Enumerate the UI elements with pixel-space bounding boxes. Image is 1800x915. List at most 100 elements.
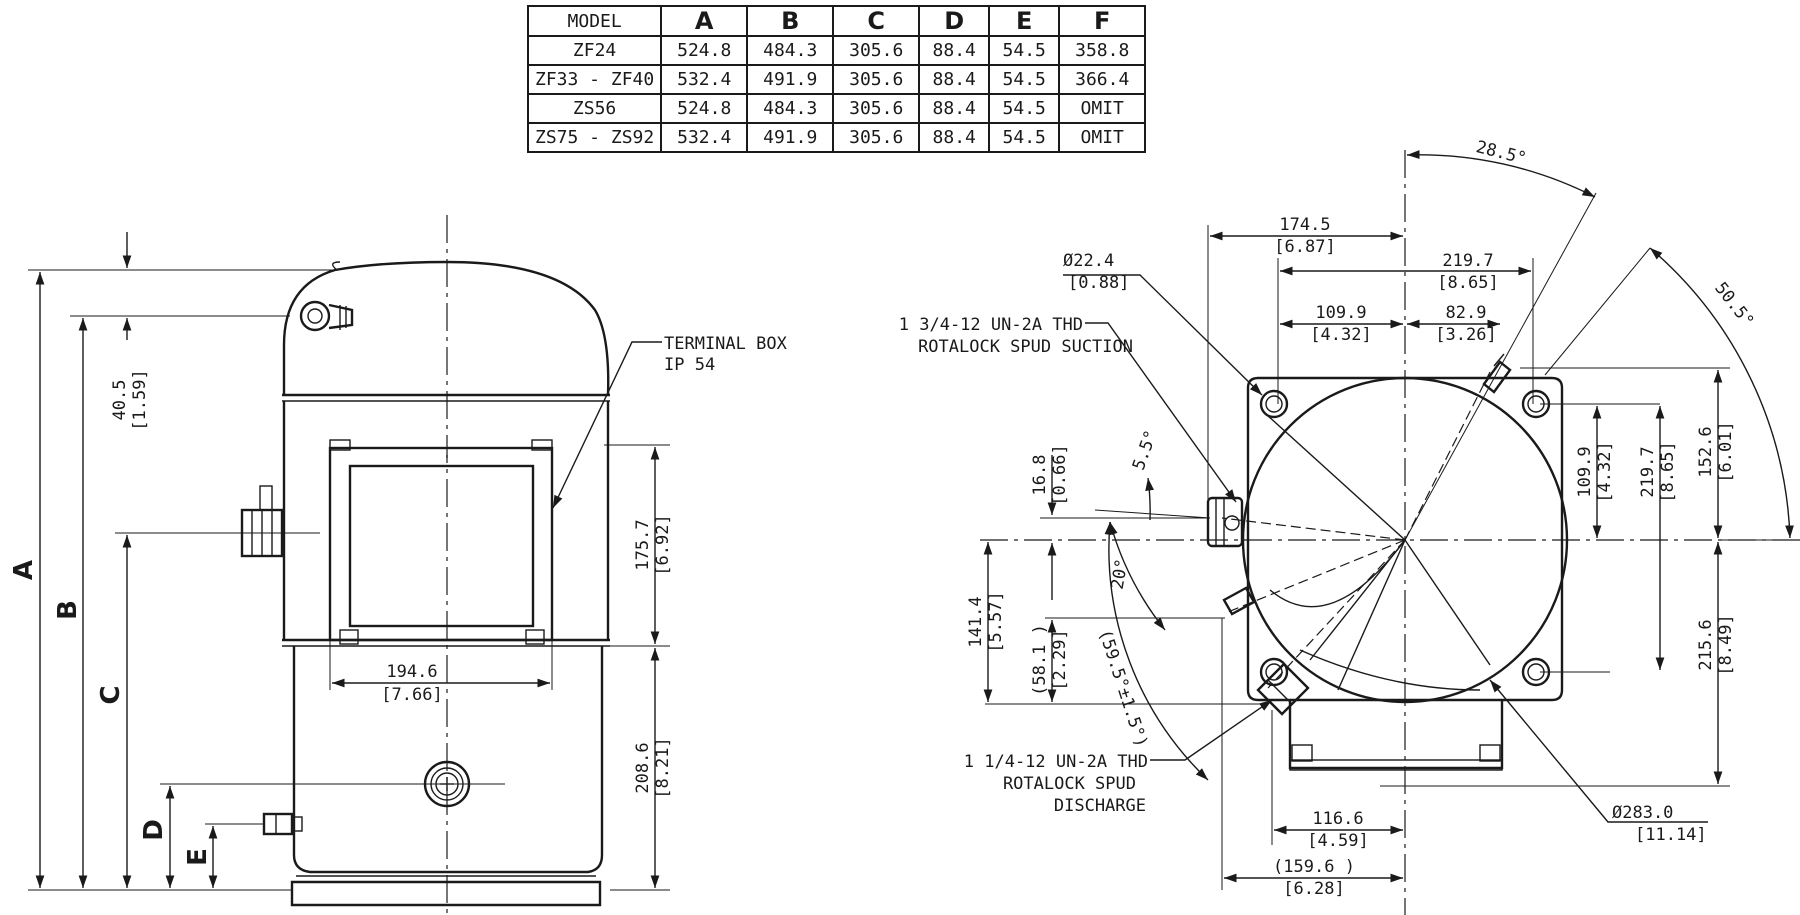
dim-58-1-mm: (58.1 ) [1030,624,1050,696]
table-row: ZS56 524.8 484.3 305.6 88.4 54.5 OMIT [526,93,1147,124]
dim-219-7-right-in: [8.65] [1658,441,1678,502]
model-dimension-table: MODEL A B C D E F ZF24 524.8 484.3 305.6… [526,5,1147,153]
header-e: E [988,5,1061,37]
dim-141-4-mm: 141.4 [966,596,986,647]
dia-283-in: [11.14] [1635,825,1707,845]
discharge-label-thread: 1 1/4-12 UN-2A THD [964,752,1148,772]
terminal-box-rating: IP 54 [664,355,715,375]
dim-16-8-in: [0.66] [1050,444,1070,505]
table-cell: ZS56 [526,93,663,124]
table-cell: 366.4 [1058,64,1147,95]
header-c: C [832,5,921,37]
table-cell: 88.4 [918,35,991,66]
dim-208-6-mm: 208.6 [633,742,653,793]
terminal-box-label: TERMINAL BOX [664,334,788,354]
dim-109-9-top-in: [4.32] [1310,325,1371,345]
label-e: E [183,848,213,866]
table-cell: 305.6 [832,64,921,95]
mounting-plate [1246,376,1564,702]
table-cell: 524.8 [660,93,749,124]
dim-219-7-right-mm: 219.7 [1638,446,1658,497]
label-c: C [96,685,126,704]
dim-215-6-in: [8.49] [1716,614,1736,675]
label-d: D [139,819,169,841]
top-suction-fitting [1206,496,1244,548]
table-cell: 491.9 [746,64,835,95]
table-cell: OMIT [1058,122,1147,153]
table-cell: ZF24 [526,35,663,66]
dim-40-5-mm: 40.5 [110,380,130,421]
table-cell: ZF33 - ZF40 [526,64,663,95]
angle-5-5: 5.5° [1129,428,1162,473]
side-fitting [240,485,284,558]
dim-152-6-in: [6.01] [1716,421,1736,482]
discharge-label-spud: ROTALOCK SPUD [1003,774,1136,794]
top-view: 174.5 [6.87] 219.7 [8.65] 109.9 [4.32] 8… [899,137,1800,915]
table-cell: OMIT [1058,93,1147,124]
top-process-fitting [1222,586,1256,616]
dim-175-7-mm: 175.7 [633,519,653,570]
table-header-row: MODEL A B C D E F [526,5,1147,37]
dim-159-6-mm: (159.6 ) [1273,857,1355,877]
base-plate [290,880,602,907]
dim-40-5-in: [1.59] [130,369,150,430]
table-cell: 54.5 [988,122,1061,153]
table-cell: 88.4 [918,64,991,95]
shell-lower [292,646,604,874]
front-view: A B C D E 40.5 [1.59] 175.7 [6.92] 208.6… [9,215,788,913]
table-cell: 54.5 [988,35,1061,66]
table-cell: 305.6 [832,93,921,124]
table-cell: 54.5 [988,64,1061,95]
table-cell: 88.4 [918,93,991,124]
dim-215-6-mm: 215.6 [1696,619,1716,670]
table-cell: 491.9 [746,122,835,153]
dim-174-5-in: [6.87] [1274,237,1335,257]
mount-hole-tl [1259,389,1289,419]
suction-label-thread: 1 3/4-12 UN-2A THD [899,315,1083,335]
suction-label-desc: ROTALOCK SPUD SUCTION [918,337,1133,357]
dim-116-6-in: [4.59] [1307,831,1368,851]
header-b: B [746,5,835,37]
table-cell: ZS75 - ZS92 [526,122,663,153]
angle-50-5: 50.5° [1710,279,1757,332]
dim-194-6-mm: 194.6 [386,662,437,682]
table-row: ZF24 524.8 484.3 305.6 88.4 54.5 358.8 [526,35,1147,66]
table-row: ZF33 - ZF40 532.4 491.9 305.6 88.4 54.5 … [526,64,1147,95]
dim-109-9-top-mm: 109.9 [1315,303,1366,323]
angle-28-5: 28.5° [1474,137,1529,169]
shell-dome [282,260,610,396]
label-a: A [9,560,39,580]
oil-drain-fitting [262,812,303,836]
table-cell: 484.3 [746,93,835,124]
dia-22-4-mm: Ø22.4 [1063,251,1114,271]
dim-174-5-mm: 174.5 [1279,215,1330,235]
table-cell: 532.4 [660,122,749,153]
dim-109-9-right-in: [4.32] [1595,441,1615,502]
header-a: A [660,5,749,37]
table-row: ZS75 - ZS92 532.4 491.9 305.6 88.4 54.5 … [526,122,1147,153]
dim-16-8-mm: 16.8 [1030,455,1050,496]
suction-fitting [299,300,354,332]
dim-109-9-right-mm: 109.9 [1575,446,1595,497]
dim-82-9-in: [3.26] [1435,325,1496,345]
table-cell: 358.8 [1058,35,1147,66]
dim-219-7-top-mm: 219.7 [1442,251,1493,271]
dim-159-6-in: [6.28] [1283,879,1344,899]
table-cell: 88.4 [918,122,991,153]
dim-194-6-in: [7.66] [381,685,442,705]
header-d: D [918,5,991,37]
table-cell: 305.6 [832,35,921,66]
angle-59-5: (59.5°±1.5°) [1094,627,1151,750]
discharge-label-type: DISCHARGE [1054,796,1146,816]
table-cell: 524.8 [660,35,749,66]
dia-283-mm: Ø283.0 [1612,803,1673,823]
dim-58-1-in: [2.29] [1050,629,1070,690]
table-cell: 54.5 [988,93,1061,124]
dim-116-6-mm: 116.6 [1312,809,1363,829]
mount-hole-bl [1259,657,1289,687]
dim-219-7-top-in: [8.65] [1437,273,1498,293]
dim-82-9-mm: 82.9 [1446,303,1487,323]
dia-22-4-in: [0.88] [1068,273,1129,293]
dim-208-6-in: [8.21] [653,737,673,798]
dim-175-7-in: [6.92] [653,514,673,575]
